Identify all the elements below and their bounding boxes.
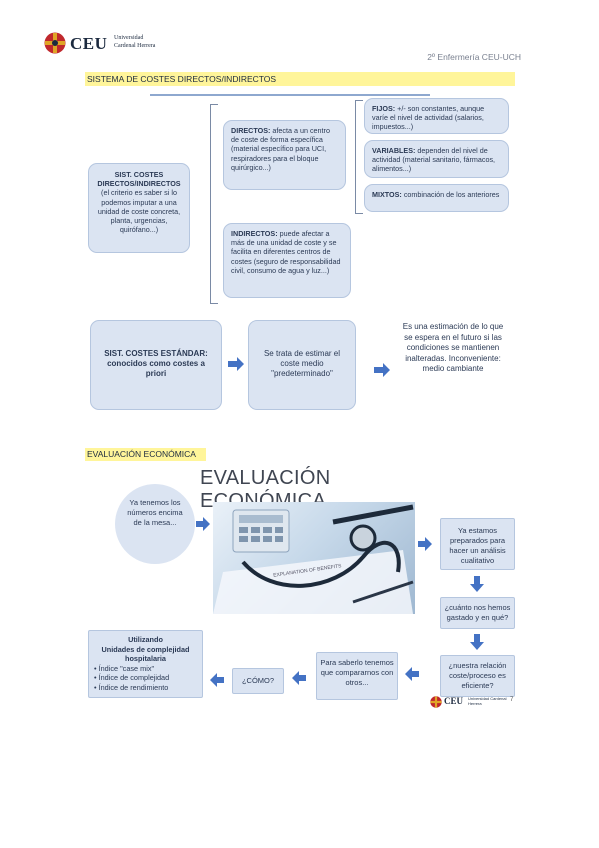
std-mid-text: Se trata de estimar el coste medio "pred… (263, 349, 341, 378)
std-title: SIST. COSTES ESTÁNDAR: (104, 349, 208, 358)
section2-title: EVALUACIÓN ECONÓMICA (85, 448, 206, 461)
std-mid-box: Se trata de estimar el coste medio "pred… (248, 320, 356, 410)
mixtos-box: MIXTOS: combinación de los anteriores (364, 184, 509, 212)
ceu-logo: CEU Universidad Cardenal Herrera (44, 32, 164, 56)
ready-box: Ya estamos preparados para hacer un anál… (440, 518, 515, 570)
arrow-right-icon (418, 537, 432, 551)
variables-label: VARIABLES: (372, 146, 416, 155)
indirectos-body: puede afectar a más de una unidad de cos… (231, 229, 341, 275)
logo-text: CEU (70, 34, 108, 53)
arrow-left-icon (210, 673, 224, 687)
ceu-seal-icon (44, 32, 66, 54)
mixtos-body: combinación de los anteriores (401, 190, 500, 199)
std-right-text: Es una estimación de lo que se espera en… (402, 322, 504, 374)
sist-directos-body: (el criterio es saber si lo podemos impu… (97, 188, 181, 235)
arrow-left-icon (292, 671, 306, 685)
directos-box: DIRECTOS: afecta a un centro de coste de… (223, 120, 346, 190)
arrow-right-icon (196, 517, 210, 531)
stethoscope-icon (213, 504, 414, 614)
slide-footer-logo: CEU Universidad Cardenal Herrera 7 (430, 694, 520, 710)
bracket-sub (355, 100, 363, 214)
utilizando-box: Utilizando Unidades de complejidad hospi… (88, 630, 203, 698)
indirectos-box: INDIRECTOS: puede afectar a más de una u… (223, 223, 351, 298)
util-item: • Índice de complejidad (94, 673, 170, 682)
stethoscope-photo: EXPLANATION OF BENEFITS (213, 502, 415, 614)
section1-title: SISTEMA DE COSTES DIRECTOS/INDIRECTOS (85, 72, 515, 86)
arrow-left-icon (405, 667, 419, 681)
arrow-right-icon (228, 357, 244, 371)
logo-sub2: Cardenal Herrera (114, 43, 156, 49)
course-label: 2º Enfermería CEU-UCH (427, 52, 521, 62)
ceu-seal-icon (430, 696, 442, 708)
circle-numbers: Ya tenemos los números encima de la mesa… (115, 484, 195, 564)
directos-label: DIRECTOS: (231, 126, 271, 135)
variables-box: VARIABLES: dependen del nivel de activid… (364, 140, 509, 178)
relacion-box: ¿nuestra relación coste/proceso es efici… (440, 655, 515, 697)
sist-directos-title: SIST. COSTES DIRECTOS/INDIRECTOS (97, 170, 181, 189)
sist-directos-box: SIST. COSTES DIRECTOS/INDIRECTOS (el cri… (88, 163, 190, 253)
mixtos-label: MIXTOS: (372, 190, 402, 199)
como-box: ¿CÓMO? (232, 668, 284, 694)
std-body: conocidos como costes a priori (107, 359, 205, 378)
fijos-body: +/- son constantes, aunque varíe el nive… (372, 104, 485, 132)
saberlo-box: Para saberlo tenemos que compararnos con… (316, 652, 398, 700)
arrow-right-icon (374, 363, 390, 377)
fijos-box: FIJOS: +/- son constantes, aunque varíe … (364, 98, 509, 134)
util-item: • Índice de rendimiento (94, 682, 169, 692)
title-underline (150, 94, 430, 96)
std-right-box: Es una estimación de lo que se espera en… (394, 318, 512, 410)
variables-body: dependen del nivel de actividad (materia… (372, 146, 496, 174)
indirectos-label: INDIRECTOS: (231, 229, 278, 238)
sist-estandar-box: SIST. COSTES ESTÁNDAR: conocidos como co… (90, 320, 222, 410)
logo-sub1: Universidad (114, 35, 144, 41)
util-item: • Índice "case mix" (94, 663, 155, 673)
directos-body: afecta a un centro de coste de forma esp… (231, 126, 330, 172)
arrow-down-icon (470, 634, 484, 650)
arrow-down-icon (470, 576, 484, 592)
bracket-main (210, 104, 218, 304)
cuanto-box: ¿cuánto nos hemos gastado y en qué? (440, 597, 515, 629)
fijos-label: FIJOS: (372, 104, 396, 113)
